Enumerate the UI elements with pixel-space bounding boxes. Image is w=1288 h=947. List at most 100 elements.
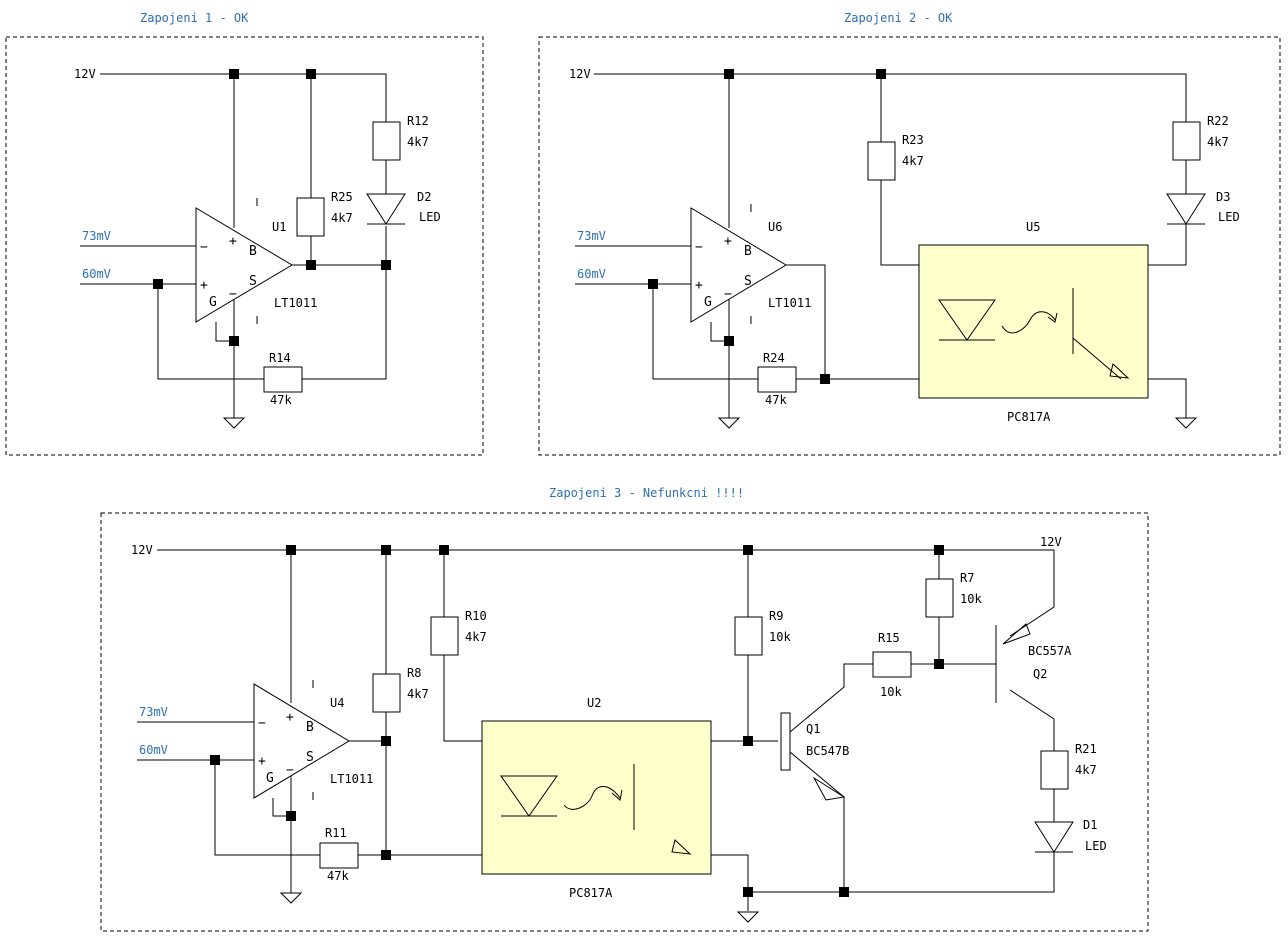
c3-u4-ref: U4 [330,696,344,710]
c1-pin-plus: + [200,278,208,293]
c1-r14 [263,366,303,393]
c3-r21-ref: R21 [1075,742,1097,756]
c3-12v-label-right: 12V [1040,535,1062,549]
c3-r7-val: 10k [960,592,982,606]
c1-d2-ref: D2 [417,190,431,204]
c2-r22-val: 4k7 [1207,135,1229,149]
c3-d1-ref: D1 [1083,818,1097,832]
c2-r23-ref: R23 [902,133,924,147]
c2-u5-type: PC817A [1007,410,1051,424]
c3-r11-val: 47k [327,869,349,883]
c2-r24 [757,366,797,393]
c3-u2-type: PC817A [569,886,613,900]
c1-r25 [296,197,325,237]
c3-r21 [1040,750,1069,790]
circuit-2-title: Zapojeni 2 - OK [844,11,953,25]
c1-pin-s: S [249,274,257,289]
c1-u1-type: LT1011 [274,296,317,310]
c3-r15-ref: R15 [878,631,900,645]
c1-opamp: − + + − B S G U1 LT1011 [195,207,317,323]
c2-optocoupler [918,244,1149,399]
c2-led-d3 [1166,193,1206,225]
c2-d3-ref: D3 [1216,190,1230,204]
c2-pin-minus-b: − [724,287,732,302]
c3-r9 [734,616,763,656]
c3-q2-type: BC557A [1028,644,1072,658]
c3-q2 [995,623,1031,703]
c2-opamp: − + + − B S G U6 LT1011 [690,207,811,323]
c1-u1-ref: U1 [272,220,286,234]
c2-pin-b: B [744,244,752,259]
c2-pin-g: G [704,295,712,310]
c3-r9-ref: R9 [769,609,783,623]
c2-pin-plus: + [695,278,703,293]
c3-12v-label: 12V [131,543,153,557]
c3-q1-type: BC547B [806,744,849,758]
c2-wires [575,73,1187,411]
c1-r14-val: 47k [270,393,292,407]
c3-r11-ref: R11 [325,826,347,840]
c2-60mv-label: 60mV [577,267,606,281]
circuit-1-title: Zapojeni 1 - OK [140,11,249,25]
c1-r25-ref: R25 [331,190,353,204]
c1-pin-minus: − [200,240,208,255]
circuit-3-frame [100,512,1149,932]
c3-r7 [925,578,954,618]
circuit-2: Zapojeni 2 - OK 12V 73mV 60mV − [538,11,1281,456]
c3-q1-ref: Q1 [806,722,820,736]
c3-r15 [872,651,912,678]
c3-optocoupler [481,720,712,875]
c1-pin-g: G [209,295,217,310]
c1-r12 [372,121,401,161]
c3-r9-val: 10k [769,630,791,644]
c1-r14-ref: R14 [269,351,291,365]
c1-r25-val: 4k7 [331,211,353,225]
c3-u2-ref: U2 [587,696,601,710]
c2-junctions [648,69,886,384]
c2-d3-val: LED [1218,210,1240,224]
c3-pin-plus-b: + [286,710,294,725]
c2-r24-ref: R24 [763,351,785,365]
c3-r10 [430,616,459,656]
c2-pin-plus-b: + [724,234,732,249]
circuit-3-title: Zapojeni 3 - Nefunkcni !!!! [549,486,744,500]
c3-pin-b: B [306,720,314,735]
c1-junctions [153,69,391,346]
c1-pin-minus-b: − [229,287,237,302]
c3-d1-val: LED [1085,839,1107,853]
c3-r21-val: 4k7 [1075,763,1097,777]
c3-led-d1 [1034,821,1074,853]
c2-pin-minus: − [695,240,703,255]
c1-pin-plus-b: + [229,234,237,249]
c2-u6-ref: U6 [768,220,782,234]
circuit-3: Zapojeni 3 - Nefunkcni !!!! 12V 12V 73mV… [100,486,1149,932]
c3-q2-ref: Q2 [1033,667,1047,681]
c1-pin-b: B [249,244,257,259]
c3-r8 [372,673,401,713]
c3-pin-minus-b: − [286,763,294,778]
c3-opamp: − + + − B S G U4 LT1011 [253,683,373,799]
c1-12v-label: 12V [74,67,96,81]
circuit-1: Zapojeni 1 - OK 12V 73mV 60mV − + + [5,11,484,456]
c2-r22-ref: R22 [1207,114,1229,128]
circuit-2-frame [538,36,1281,456]
c2-u5-ref: U5 [1026,220,1040,234]
circuit-1-frame [5,36,484,456]
c2-pin-s: S [744,274,752,289]
c3-pin-g: G [266,771,274,786]
c1-ground [222,411,246,429]
c3-r15-val: 10k [880,685,902,699]
c2-grounds [717,411,1198,429]
c3-60mv-label: 60mV [139,743,168,757]
c2-u6-type: LT1011 [768,296,811,310]
c3-grounds [279,887,760,923]
c1-r12-ref: R12 [407,114,429,128]
c1-60mv-label: 60mV [82,267,111,281]
c3-r8-ref: R8 [407,666,421,680]
c2-r23 [867,141,896,181]
c2-r24-val: 47k [765,393,787,407]
c3-pin-s: S [306,750,314,765]
c1-r12-val: 4k7 [407,135,429,149]
c3-73mv-label: 73mV [139,705,168,719]
